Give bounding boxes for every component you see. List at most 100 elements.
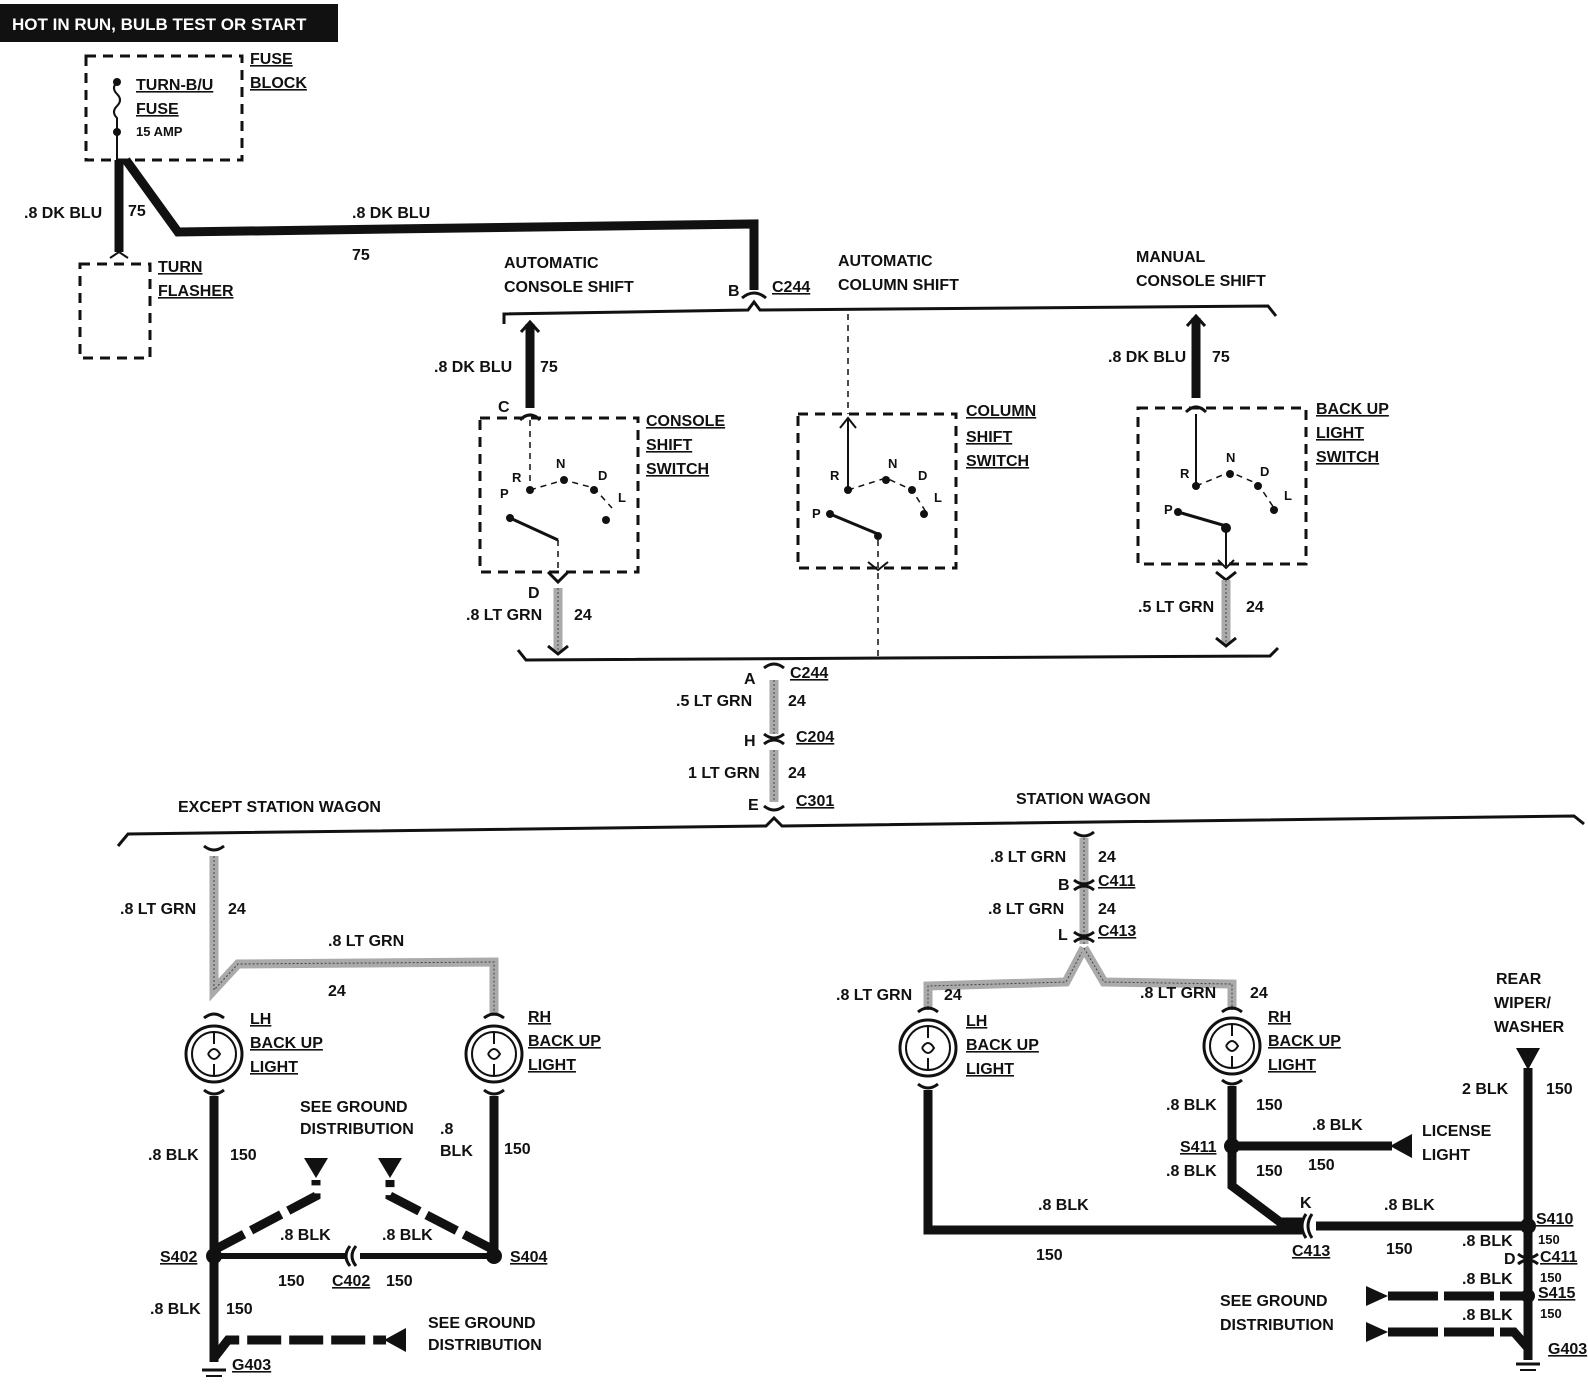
wire-label-sw-rh-ground: .8 BLK xyxy=(1166,1097,1217,1114)
wire-circuit-sw-1: 24 xyxy=(1098,849,1116,866)
wire-circuit-license: 150 xyxy=(1308,1157,1335,1174)
power-header-box xyxy=(0,4,338,42)
wire-label-except-sw-1: .8 LT GRN xyxy=(120,901,196,918)
backup-pos-n: N xyxy=(1226,450,1235,465)
s410-splice xyxy=(1520,1218,1536,1234)
column-switch-contact-arm xyxy=(829,512,879,536)
c204-connector-icon xyxy=(763,732,785,746)
wire-label-backup-feed: .8 DK BLU xyxy=(1108,349,1186,366)
wire-circuit-sw-lh-ground: 150 xyxy=(1036,1247,1063,1264)
backup-switch-label-2: LIGHT xyxy=(1316,425,1364,442)
c244-label-top: C244 xyxy=(772,279,810,296)
backup-switch-label-1: BACK UP xyxy=(1316,401,1389,418)
wire-s404-ground-dist xyxy=(385,1180,497,1254)
console-shift-switch-outline xyxy=(478,416,640,574)
wire-circuit-s415-down: 150 xyxy=(1540,1306,1562,1321)
fuse-name-1: TURN-B/U xyxy=(136,77,213,94)
wire-label-console-out: .8 LT GRN xyxy=(466,607,542,624)
console-switch-label-3: SWITCH xyxy=(646,461,709,478)
console-pos-r: R xyxy=(512,470,522,485)
turn-flasher-label-1: TURN xyxy=(158,259,202,276)
wire-label-dk-blu-b: .8 DK BLU xyxy=(352,205,430,222)
wire-s402-ground-dist xyxy=(211,1180,321,1254)
option-manual-console-2: CONSOLE SHIFT xyxy=(1136,273,1266,290)
wire-g403-ground-dist xyxy=(210,1335,386,1361)
backup-light-switch-outline xyxy=(1136,406,1308,566)
wire-dk-blu-to-c244 xyxy=(122,157,759,290)
fuse-element-icon xyxy=(113,81,121,130)
option-auto-console-2: CONSOLE SHIFT xyxy=(504,279,634,296)
console-switch-label-2: SHIFT xyxy=(646,437,692,454)
column-switch-label-3: SWITCH xyxy=(966,453,1029,470)
column-pos-d: D xyxy=(918,468,927,483)
s404-label: S404 xyxy=(510,1249,547,1266)
wire-label-console-feed: .8 DK BLU xyxy=(434,359,512,376)
wire-circuit-sw-rh-ground: 150 xyxy=(1256,1097,1283,1114)
wire-label-c411-down: .8 BLK xyxy=(1462,1271,1513,1288)
wire-label-s415-down: .8 BLK xyxy=(1462,1307,1513,1324)
c413-label-top: C413 xyxy=(1098,923,1136,940)
wire-circuit-c413-s410: 150 xyxy=(1386,1241,1413,1258)
s411-label: S411 xyxy=(1180,1139,1217,1156)
see-ground-1-line2: DISTRIBUTION xyxy=(300,1121,414,1138)
wire-label-trunk-1: .5 LT GRN xyxy=(676,693,752,710)
see-ground-2-line1: SEE GROUND xyxy=(428,1315,536,1332)
option-manual-console-1: MANUAL xyxy=(1136,249,1206,266)
sw-rh-lamp-label-1: RH xyxy=(1268,1009,1291,1026)
wire-label-s404-dist: .8 BLK xyxy=(382,1227,433,1244)
option-bus-top xyxy=(502,299,1278,324)
c204-pin-h: H xyxy=(744,733,756,750)
fuse-block-title-2: BLOCK xyxy=(250,75,307,92)
wire-label-trunk-2: 1 LT GRN xyxy=(688,765,760,782)
backup-pos-d: D xyxy=(1260,464,1269,479)
wire-label-s410-down: .8 BLK xyxy=(1462,1233,1513,1250)
c402-connector-icon xyxy=(344,1245,358,1267)
wire-label-rh-ground-2: BLK xyxy=(440,1143,473,1160)
c413-label-bottom: C413 xyxy=(1292,1243,1330,1260)
sw-rh-lamp-label-3: LIGHT xyxy=(1268,1057,1316,1074)
wire-label-license: .8 BLK xyxy=(1312,1117,1363,1134)
wire-label-rear-wiper: 2 BLK xyxy=(1462,1081,1509,1098)
c411-pin-d: D xyxy=(1504,1251,1516,1268)
sw-rh-backup-light-icon xyxy=(1202,1016,1262,1076)
c244-top-connector-icon xyxy=(741,291,767,300)
wire-circuit-s402-c402: 150 xyxy=(278,1273,305,1290)
fuse-block-outline xyxy=(84,54,244,162)
rh-lamp-label-1: RH xyxy=(528,1009,551,1026)
c411-label: C411 xyxy=(1098,873,1135,890)
wire-circuit-75-a: 75 xyxy=(128,203,146,220)
backup-switch-label-3: SWITCH xyxy=(1316,449,1379,466)
sw-lh-lamp-label-3: LIGHT xyxy=(966,1061,1014,1078)
ground-dist-arrow-right-1 xyxy=(1366,1286,1388,1306)
s410-label: S410 xyxy=(1536,1211,1573,1228)
wire-circuit-75-b: 75 xyxy=(352,247,370,264)
console-switch-contact-arm xyxy=(509,516,559,542)
power-header-label: HOT IN RUN, BULB TEST OR START xyxy=(12,15,307,34)
c413-pin-l: L xyxy=(1058,927,1068,944)
wire-circuit-rear-wiper: 150 xyxy=(1546,1081,1573,1098)
see-ground-2-line2: DISTRIBUTION xyxy=(428,1337,542,1354)
lh-lamp-label-3: LIGHT xyxy=(250,1059,298,1076)
ground-dist-arrow-bottom-left xyxy=(384,1328,406,1352)
lh-lamp-label-2: BACK UP xyxy=(250,1035,323,1052)
column-pos-p: P xyxy=(812,506,821,521)
wire-label-lh-ground: .8 BLK xyxy=(148,1147,199,1164)
wire-circuit-backup-out: 24 xyxy=(1246,599,1264,616)
wire-circuit-sw-lh: 24 xyxy=(944,987,962,1004)
backup-pos-p: P xyxy=(1164,502,1173,517)
wire-circuit-g403-left: 150 xyxy=(226,1301,253,1318)
c413-bottom-connector-icon xyxy=(1300,1213,1314,1239)
ground-dist-arrow-right xyxy=(378,1158,402,1178)
ground-dist-arrow-right-2 xyxy=(1366,1322,1388,1342)
wire-label-sw-lh-ground: .8 BLK xyxy=(1038,1197,1089,1214)
wire-circuit-backup-feed: 75 xyxy=(1212,349,1230,366)
see-ground-3-line2: DISTRIBUTION xyxy=(1220,1317,1334,1334)
option-station-wagon: STATION WAGON xyxy=(1016,791,1151,808)
c301-label: C301 xyxy=(796,793,834,810)
wire-label-s411-down: .8 BLK xyxy=(1166,1163,1217,1180)
see-ground-1-line1: SEE GROUND xyxy=(300,1099,408,1116)
sw-rh-lamp-label-2: BACK UP xyxy=(1268,1033,1341,1050)
fuse-block-title-1: FUSE xyxy=(250,51,293,68)
option-auto-console-1: AUTOMATIC xyxy=(504,255,599,272)
